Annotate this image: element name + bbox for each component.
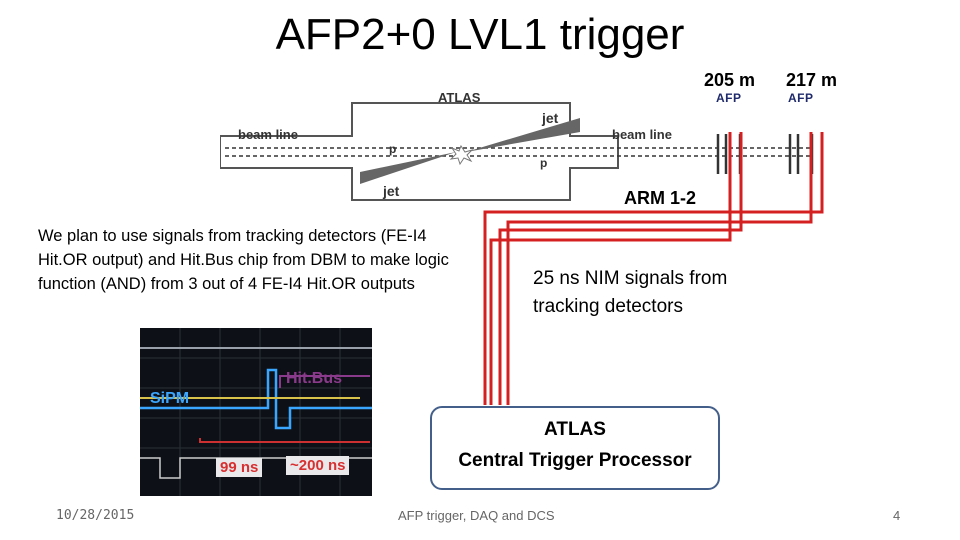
proton-label-left: p [389,142,397,156]
ctp-line-2: Central Trigger Processor [458,450,692,471]
jet-label-bottom: jet [383,183,400,199]
central-trigger-processor-box: ATLAS Central Trigger Processor [430,406,720,490]
time-label-200ns: ~200 ns [286,456,350,475]
proton-label-right: p [540,156,548,170]
atlas-label: ATLAS [438,90,481,105]
wire-far-right [483,132,824,405]
description-text: We plan to use signals from tracking det… [38,227,449,293]
beam-line-label-left: beam line [238,127,298,142]
slide-title: AFP2+0 LVL1 trigger [275,10,685,59]
footer-date: 10/28/2015 [56,508,135,523]
oscilloscope-capture: SiPM Hit.Bus 99 ns ~200 ns [140,328,372,496]
wire-outer-right [506,132,813,405]
collision-point [449,144,474,166]
nim-signal-text: 25 ns NIM signals from tracking detector… [533,268,728,317]
wire-outer-left [498,132,743,405]
beam-line-label-right: beam line [612,127,672,142]
station-1-distance: 205 m [704,70,756,90]
station-1-label: AFP [716,91,742,105]
sipm-label: SiPM [150,390,190,407]
jet-top-cone [466,118,580,152]
jet-label-top: jet [542,110,559,126]
station-2-distance: 217 m [786,70,838,90]
footer-title: AFP trigger, DAQ and DCS [398,508,555,523]
atlas-detector-diagram [220,102,814,201]
jet-bottom-cone [360,152,456,184]
detector-outline [220,102,619,201]
hitbus-label: Hit.Bus [286,370,342,387]
arm-label: ARM 1-2 [624,188,697,208]
ctp-line-1: ATLAS [544,419,606,440]
time-label-99ns: 99 ns [216,458,263,477]
wire-inner-left [489,132,732,405]
station-2-label: AFP [788,91,814,105]
page-number: 4 [893,508,901,523]
